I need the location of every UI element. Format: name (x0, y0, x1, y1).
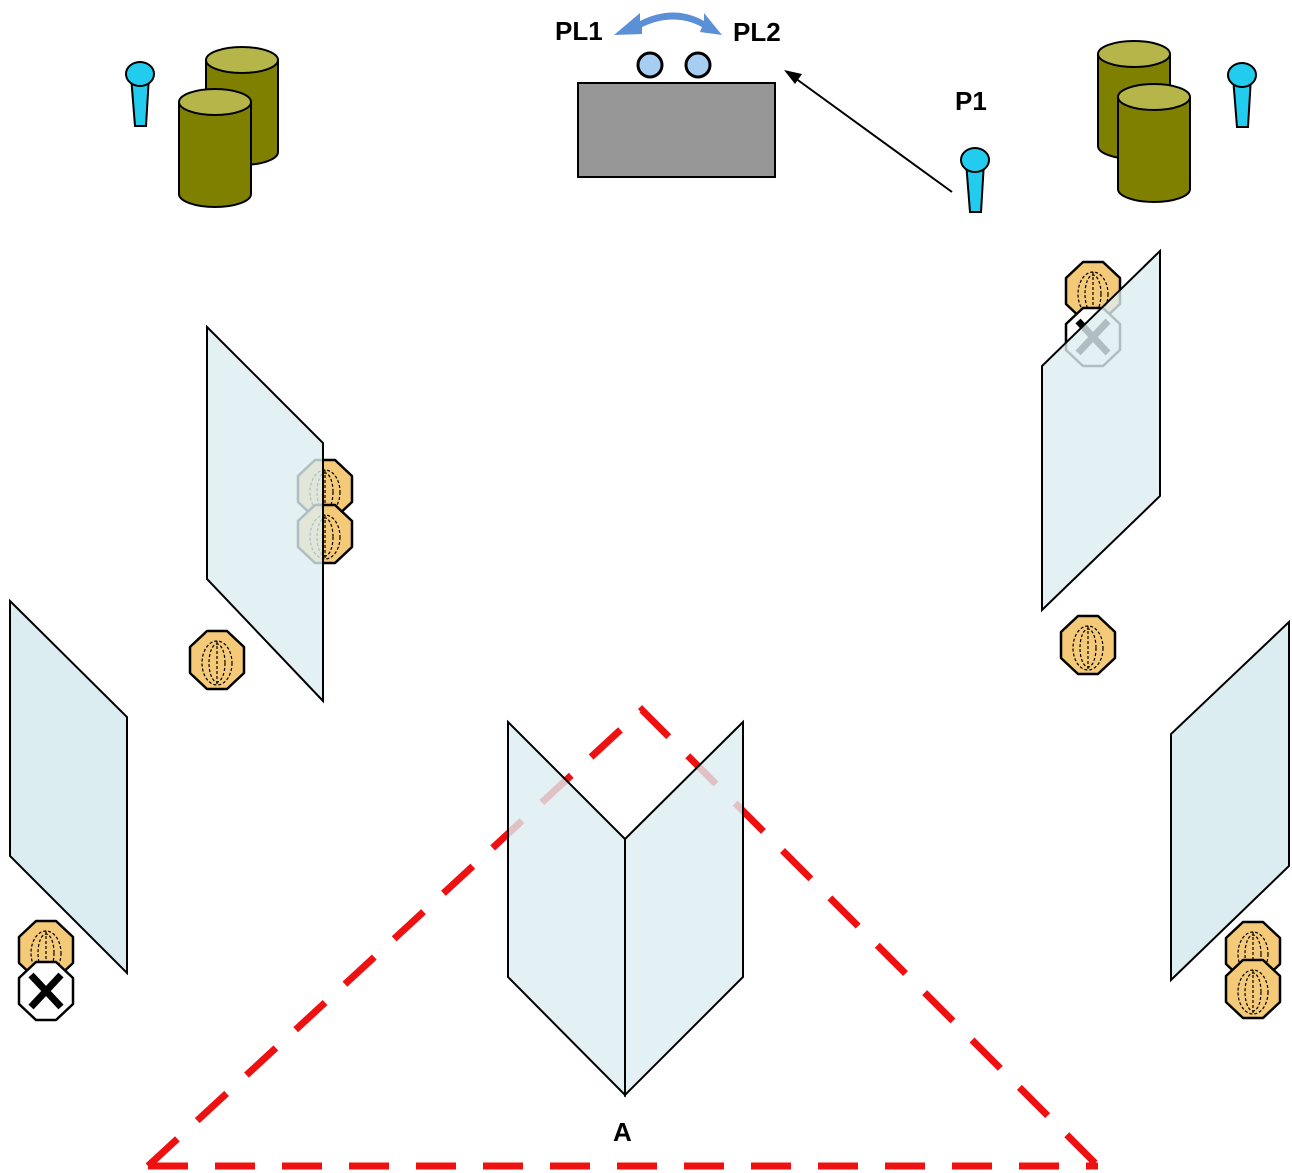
paper-target-icon (1059, 614, 1117, 676)
plate-icon (684, 51, 712, 79)
barrel-icon (178, 88, 252, 208)
arrow-line (794, 77, 953, 193)
table-icon (577, 82, 776, 178)
label-p1: P1 (955, 86, 987, 116)
barrel-icon (1117, 83, 1191, 203)
label-pl1: PL1 (555, 16, 603, 46)
swing-arrow-icon (614, 12, 722, 35)
wall-panel (1041, 248, 1161, 613)
arrowhead-icon (784, 70, 802, 84)
paper-target-icon (188, 629, 246, 691)
no-shoot-target-icon (19, 962, 73, 1020)
wall-panel (206, 324, 324, 704)
wall-panel (9, 598, 128, 976)
label-a: A (613, 1117, 632, 1147)
paper-target-icon (1224, 958, 1282, 1020)
plate-icon (636, 51, 664, 79)
popper-icon (1227, 62, 1257, 128)
popper-icon (960, 147, 990, 213)
fault-line-icon (145, 705, 1101, 1169)
popper-icon (125, 61, 155, 127)
wall-panel (1170, 619, 1290, 983)
wall-panel (624, 719, 744, 1098)
label-pl2: PL2 (733, 17, 781, 47)
